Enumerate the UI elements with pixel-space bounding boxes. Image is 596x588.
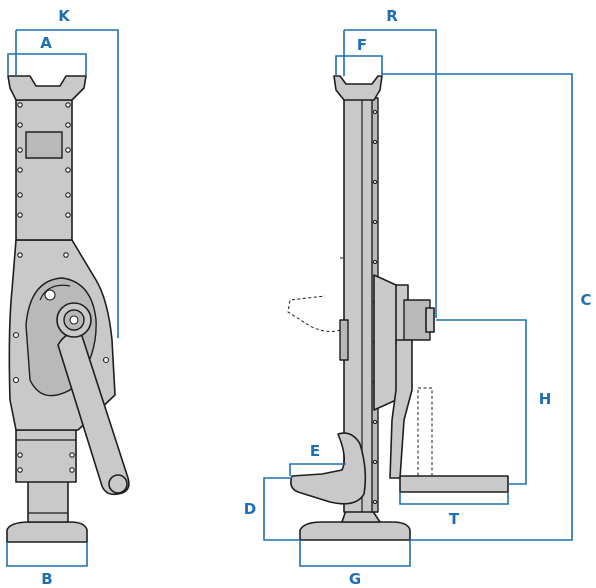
label-r: R: [386, 7, 398, 25]
label-k: K: [58, 7, 71, 25]
front-base-neck: [27, 479, 69, 523]
label-h: H: [539, 390, 552, 408]
front-lower-body: [15, 429, 77, 483]
label-a: A: [40, 34, 52, 52]
label-d: D: [244, 500, 256, 518]
side-view-jack: [287, 75, 509, 541]
side-handle-bar: [399, 475, 509, 493]
label-c: C: [580, 291, 591, 309]
dimension-labels: K A B R F C H E D T G: [40, 7, 591, 588]
label-g: G: [349, 570, 361, 588]
dimension-lines: [6, 29, 573, 567]
label-f: F: [357, 36, 367, 54]
front-view-jack: [6, 75, 130, 543]
front-base: [6, 521, 88, 543]
side-lower-claw: [290, 432, 367, 505]
label-e: E: [310, 442, 320, 460]
front-rack-column: [15, 99, 73, 241]
side-top-saddle: [333, 75, 383, 101]
label-b: B: [41, 570, 52, 588]
label-t: T: [449, 510, 460, 528]
side-base: [299, 521, 411, 541]
front-top-saddle: [7, 75, 87, 101]
